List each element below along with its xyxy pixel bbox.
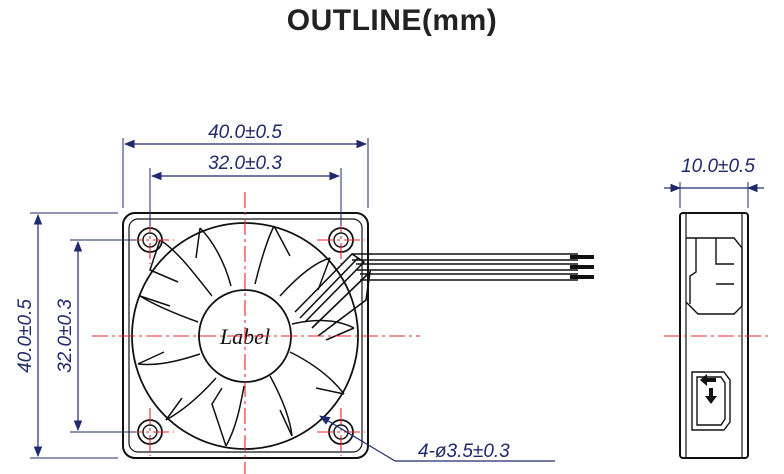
front-view: Label xyxy=(15,122,594,474)
hole-spacing-height-text: 32.0±0.3 xyxy=(55,299,76,373)
side-rotation-indicator xyxy=(691,371,731,431)
dimension-overall-height: 40.0±0.5 xyxy=(15,213,43,458)
page-title: OUTLINE(mm) xyxy=(286,4,498,37)
mounting-hole-callout: 4-ø3.5±0.3 xyxy=(319,415,555,462)
thickness-text: 10.0±0.5 xyxy=(681,156,755,177)
fan-blades xyxy=(137,225,355,447)
side-connector-top xyxy=(685,237,743,315)
mounting-holes-text: 4-ø3.5±0.3 xyxy=(418,441,510,462)
overall-height-text: 40.0±0.5 xyxy=(15,299,36,373)
dimension-hole-spacing-width: 32.0±0.3 xyxy=(150,153,341,181)
dimension-overall-width: 40.0±0.5 xyxy=(123,122,368,149)
dimension-hole-spacing-height: 32.0±0.3 xyxy=(55,240,83,432)
hole-spacing-width-text: 32.0±0.3 xyxy=(208,153,282,174)
airflow-arrow-icon xyxy=(700,374,717,404)
wire-channel xyxy=(294,252,372,337)
lead-wires xyxy=(352,253,594,281)
side-view: 10.0±0.5 xyxy=(664,156,772,459)
dimension-thickness: 10.0±0.5 xyxy=(664,156,764,208)
extension-lines xyxy=(30,138,369,459)
overall-width-text: 40.0±0.5 xyxy=(208,122,282,143)
